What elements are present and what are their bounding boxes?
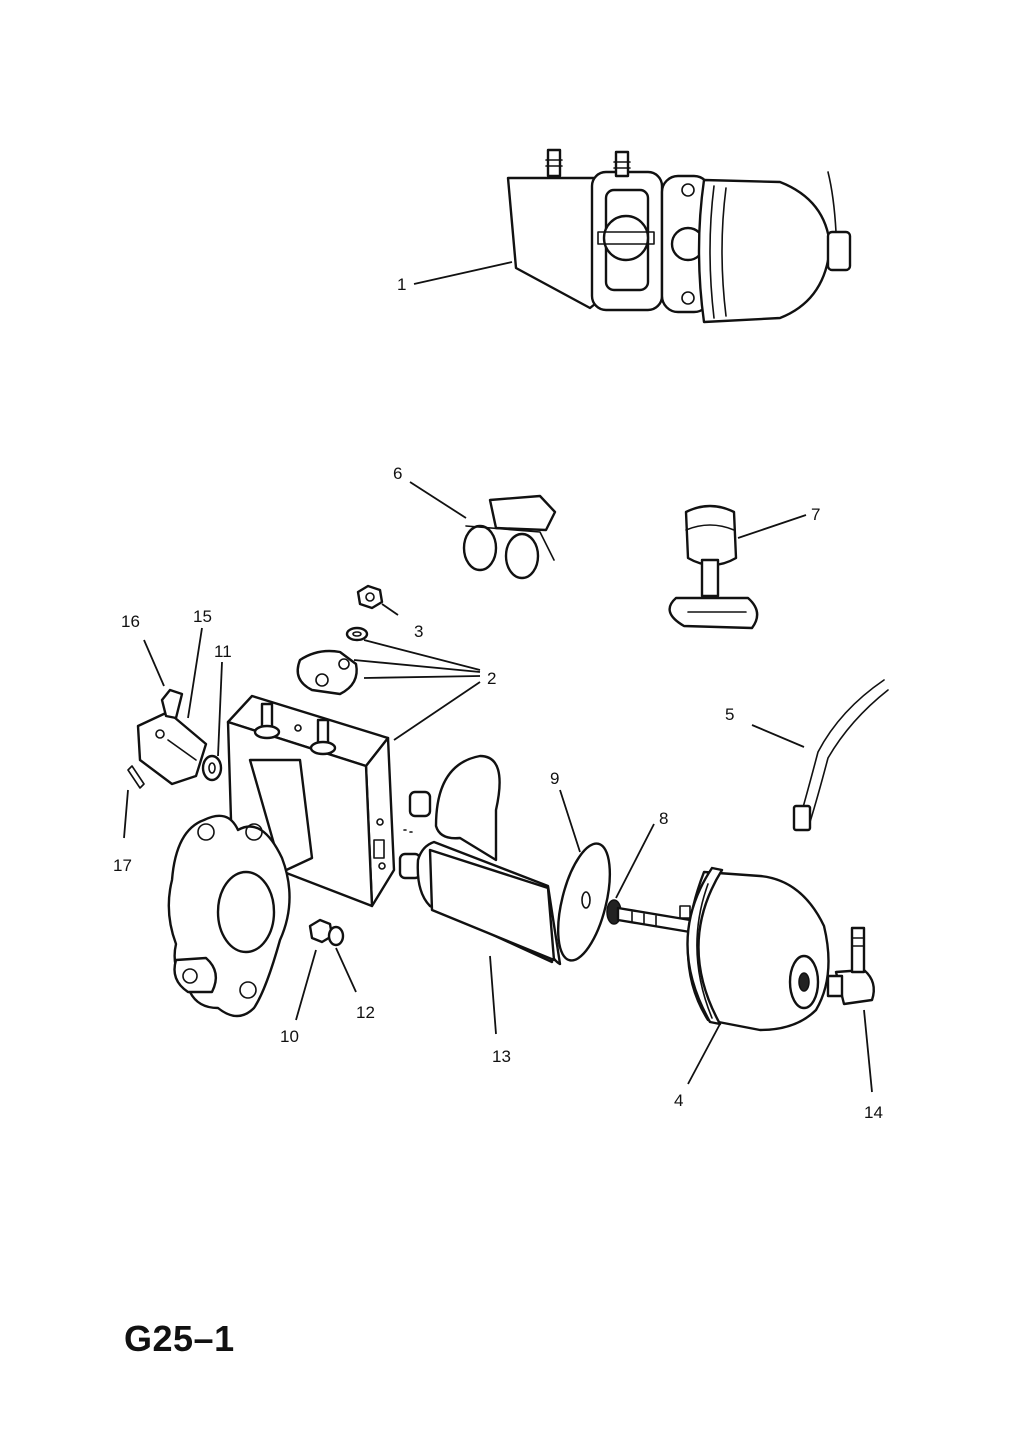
callout-3: 3 (414, 622, 423, 641)
part-12-washer (327, 925, 345, 947)
callout-10: 10 (280, 1027, 299, 1046)
callout-5: 5 (725, 705, 734, 724)
part-16-pin (160, 688, 184, 720)
callout-15: 15 (193, 607, 212, 626)
flange-gasket (167, 758, 314, 1018)
part-15-linkage (136, 710, 208, 786)
callout-7: 7 (811, 505, 820, 524)
bush-upper (408, 790, 432, 818)
hidden-line-dashes (403, 829, 413, 833)
callout-13: 13 (492, 1047, 511, 1066)
page-code: G25–1 (124, 1318, 235, 1359)
callout-17: 17 (113, 856, 132, 875)
callout-14: 14 (864, 1103, 883, 1122)
callout-16: 16 (121, 612, 140, 631)
part-14-connector (826, 926, 875, 1006)
callout-12: 12 (356, 1003, 375, 1022)
part-13-heat-shield (416, 754, 562, 966)
part-9-disc (556, 842, 612, 962)
callout-4: 4 (674, 1091, 683, 1110)
part-17-cotter-pin (127, 765, 145, 789)
callout-8: 8 (659, 809, 668, 828)
callout-1: 1 (397, 275, 406, 294)
part-11-nut (201, 754, 223, 782)
part-2-washer (345, 626, 369, 642)
part-7-clamp (668, 504, 759, 630)
part-3-nut (356, 584, 384, 610)
callout-labels: 1 2 3 4 5 6 7 8 9 10 11 12 13 14 15 16 1… (113, 275, 883, 1122)
callout-11: 11 (214, 642, 232, 661)
callout-9: 9 (550, 769, 559, 788)
leader-lines (123, 261, 873, 1093)
part-4-vacuum-unit (616, 866, 830, 1032)
callout-6: 6 (393, 464, 402, 483)
callout-2: 2 (487, 669, 496, 688)
part-6-clip (462, 494, 557, 580)
part-1-assembly (506, 148, 852, 324)
part-2-plate (296, 649, 358, 696)
part-5-pipe (792, 679, 889, 832)
